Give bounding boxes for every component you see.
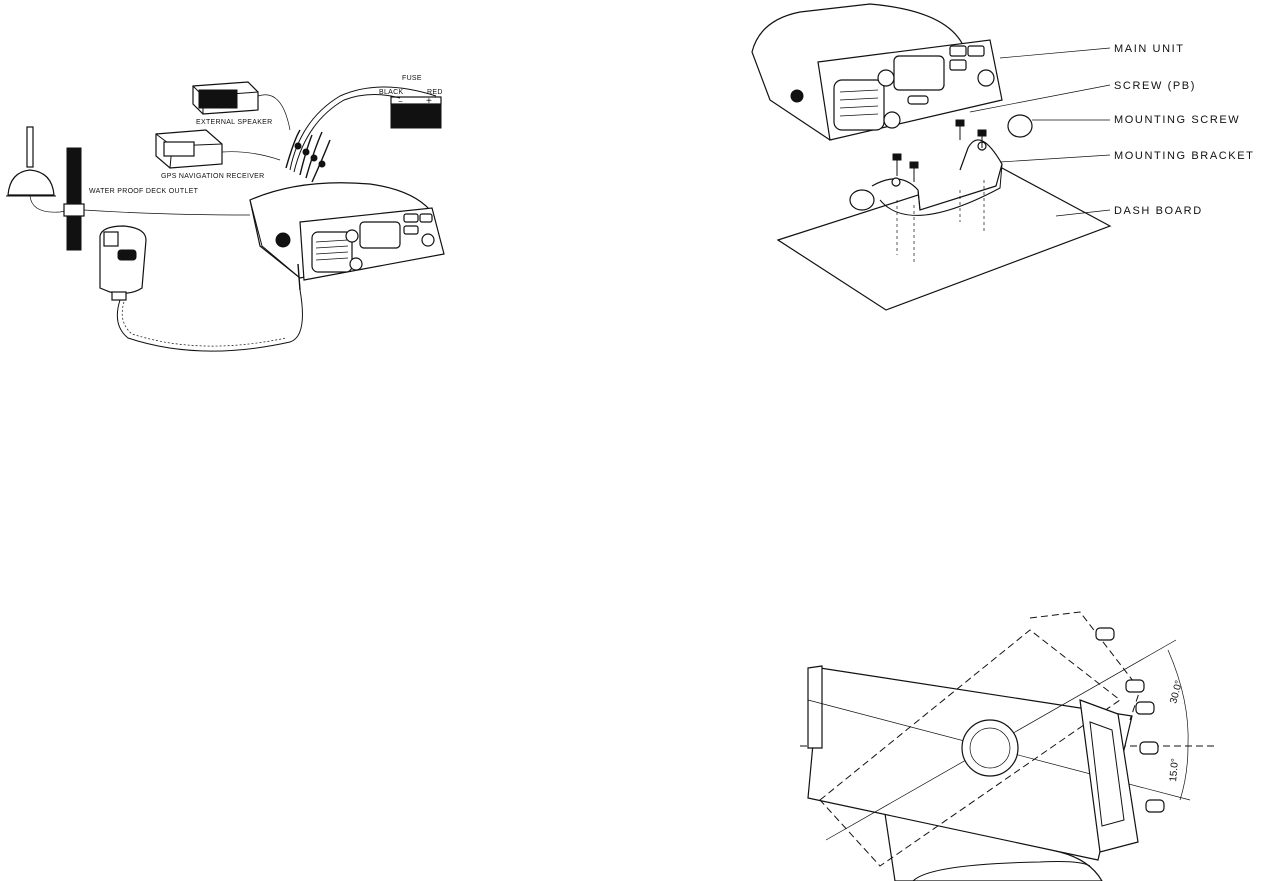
external-speaker-label: EXTERNAL SPEAKER — [196, 119, 273, 126]
screw-pb-label: SCREW (PB) — [1114, 80, 1196, 92]
fuse-label: FUSE — [402, 75, 422, 82]
svg-text:+: + — [426, 96, 432, 107]
mounting-knob-left — [850, 190, 874, 210]
battery: − + — [391, 96, 441, 128]
wiring-diagram: WATER PROOF DECK OUTLET GPS NAVIGATION R… — [6, 75, 444, 351]
radio-main-unit — [250, 183, 444, 280]
gps-receiver-label: GPS NAVIGATION RECEIVER — [161, 173, 265, 180]
deck-outlet-label: WATER PROOF DECK OUTLET — [89, 188, 199, 195]
tilt-knob — [962, 720, 1018, 776]
red-wire-label: RED — [427, 89, 443, 96]
dash-board-label: DASH BOARD — [1114, 205, 1203, 217]
down-angle-label: 15.0° — [1168, 758, 1181, 782]
antenna — [6, 127, 70, 212]
svg-text:−: − — [398, 97, 403, 106]
down-angle-arc — [1180, 746, 1188, 800]
main-unit-label: MAIN UNIT — [1114, 43, 1185, 55]
mounting-screw-label: MOUNTING SCREW — [1114, 114, 1240, 126]
gps-receiver — [156, 130, 280, 168]
mounting-diagram: MAIN UNIT SCREW (PB) MOUNTING SCREW MOUN… — [752, 4, 1255, 310]
tilt-angle-diagram: 30.0° 15.0° — [800, 612, 1215, 881]
mounting-knob-right — [1008, 115, 1032, 137]
mounting-bracket-label: MOUNTING BRACKET — [1114, 150, 1255, 162]
